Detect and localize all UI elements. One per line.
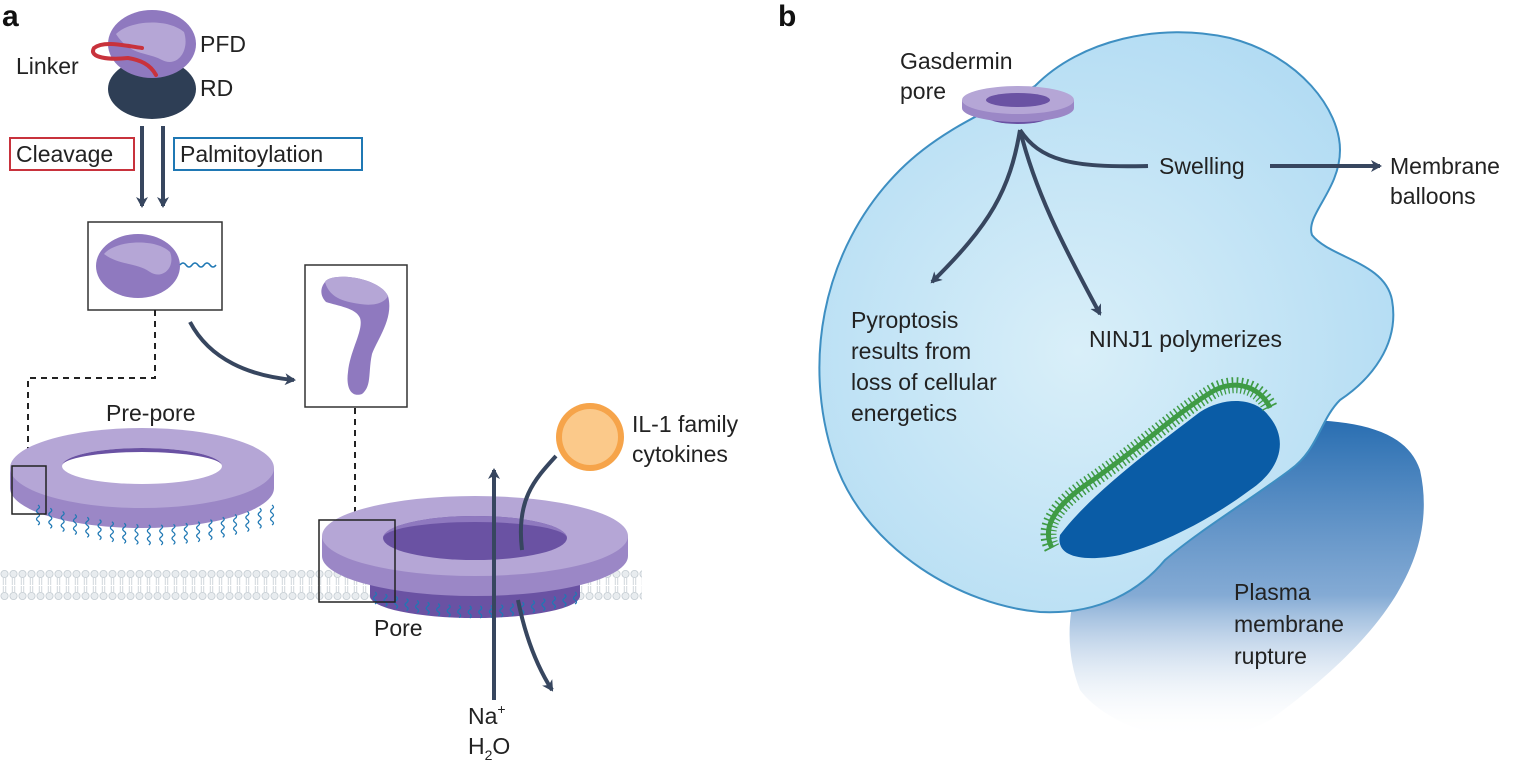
lipid-tail [414, 600, 420, 614]
ion-efflux-arrow [516, 599, 554, 692]
lipid-tail [478, 605, 483, 619]
panel-a-label: a [2, 0, 19, 33]
pyroptosis-arrow [930, 129, 1022, 284]
lipid-tail [257, 507, 262, 529]
lipid-tail [530, 600, 536, 614]
lipid-tail [159, 524, 164, 546]
lipid-tail [446, 604, 451, 618]
linker-loop [91, 41, 158, 77]
swelling-branch [1018, 128, 1149, 169]
lipid-tail [208, 519, 213, 541]
lipid-tail [35, 504, 41, 526]
membrane-balloons-line1: Membrane [1390, 153, 1500, 179]
prepore-label: Pre-pore [106, 400, 195, 426]
water-label: H2O [468, 733, 510, 763]
sodium-label: Na+ [468, 701, 506, 729]
lipid-tail [499, 604, 504, 618]
lipid-tail [541, 598, 546, 612]
pyroptosis-line3: loss of cellular [851, 369, 997, 395]
lipid-tail [109, 521, 115, 543]
lipid-tail [171, 523, 176, 545]
lipid-tail [383, 593, 388, 607]
plasma-rupture-line1: Plasma [1234, 579, 1311, 605]
pyroptosis-line1: Pyroptosis [851, 307, 958, 333]
lipid-tail [457, 605, 462, 619]
palmitoylation-box [173, 137, 363, 171]
gasdermin-pore-small [962, 86, 1074, 124]
conformation-arrow [188, 321, 296, 386]
prepore-ring [10, 428, 274, 528]
lipid-tail [220, 516, 225, 538]
connector-to-prepore [27, 310, 156, 470]
lipid-tail [425, 601, 430, 615]
lipid-tail [122, 522, 127, 544]
il1-label-line1: IL-1 family [632, 411, 739, 437]
ninj1-bristles [1040, 377, 1278, 552]
lipid-tail [269, 504, 275, 526]
lipid-tail [551, 596, 557, 610]
lipid-tail [245, 510, 250, 533]
lipid-tail [572, 591, 578, 605]
cytokine-release-path [518, 454, 558, 551]
rd-domain [108, 59, 196, 119]
pore-detail-box [318, 519, 396, 603]
cleavage-label: Cleavage [16, 141, 113, 167]
rd-label: RD [200, 75, 233, 101]
il1-label-line2: cytokines [632, 441, 728, 467]
lipid-tail [60, 510, 65, 533]
lipid-tail [48, 507, 53, 529]
lipid-tail [179, 262, 217, 268]
pyroptosis-line2: results from [851, 338, 971, 364]
pfd-label: PFD [200, 31, 246, 57]
membrane-balloons-line2: balloons [1390, 183, 1476, 209]
inserted-subunit-icon [321, 276, 390, 395]
lipid-tail [134, 523, 139, 545]
gasdermin-pore-label-line1: Gasdermin [900, 48, 1012, 74]
lipid-tail [509, 603, 514, 617]
pore-label: Pore [374, 615, 423, 641]
rupture-core [1059, 401, 1280, 559]
lipid-tail [72, 513, 78, 536]
lipid-tail [467, 605, 472, 619]
palmitoylation-label: Palmitoylation [180, 141, 323, 167]
lipid-tail [436, 603, 441, 617]
plasma-rupture-line3: rupture [1234, 643, 1307, 669]
lipid-tail [146, 524, 151, 546]
lipid-tail [195, 521, 201, 543]
panel-b-label: b [778, 0, 796, 33]
linker-label: Linker [16, 53, 79, 79]
lipid-tail [85, 516, 90, 538]
lipid-tail [562, 593, 567, 607]
prepore-detail-box [11, 465, 47, 515]
ninj1-label: NINJ1 polymerizes [1089, 326, 1282, 352]
lipid-tail [183, 522, 188, 544]
pyroptosis-line4: energetics [851, 400, 957, 426]
full-length-gasdermin [91, 10, 196, 119]
lipid-tail [97, 519, 102, 541]
lipid-tail [232, 513, 238, 536]
swelling-label: Swelling [1159, 153, 1245, 179]
gasdermin-pore-label-line2: pore [900, 78, 946, 104]
cleavage-box [9, 137, 135, 171]
lipid-tail [404, 598, 409, 612]
ninj1-arrow [1018, 129, 1102, 316]
plasma-rupture-line2: membrane [1234, 611, 1344, 637]
prepore-lipid-tails [35, 504, 275, 546]
